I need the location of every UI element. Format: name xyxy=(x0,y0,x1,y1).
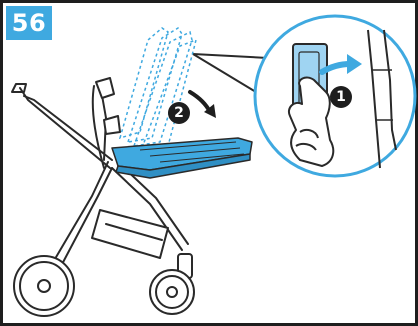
step-number-badge: 56 xyxy=(6,6,52,40)
callout-1: 1 xyxy=(330,86,352,108)
rear-wheel xyxy=(14,256,74,316)
callout-2: 2 xyxy=(168,102,190,124)
